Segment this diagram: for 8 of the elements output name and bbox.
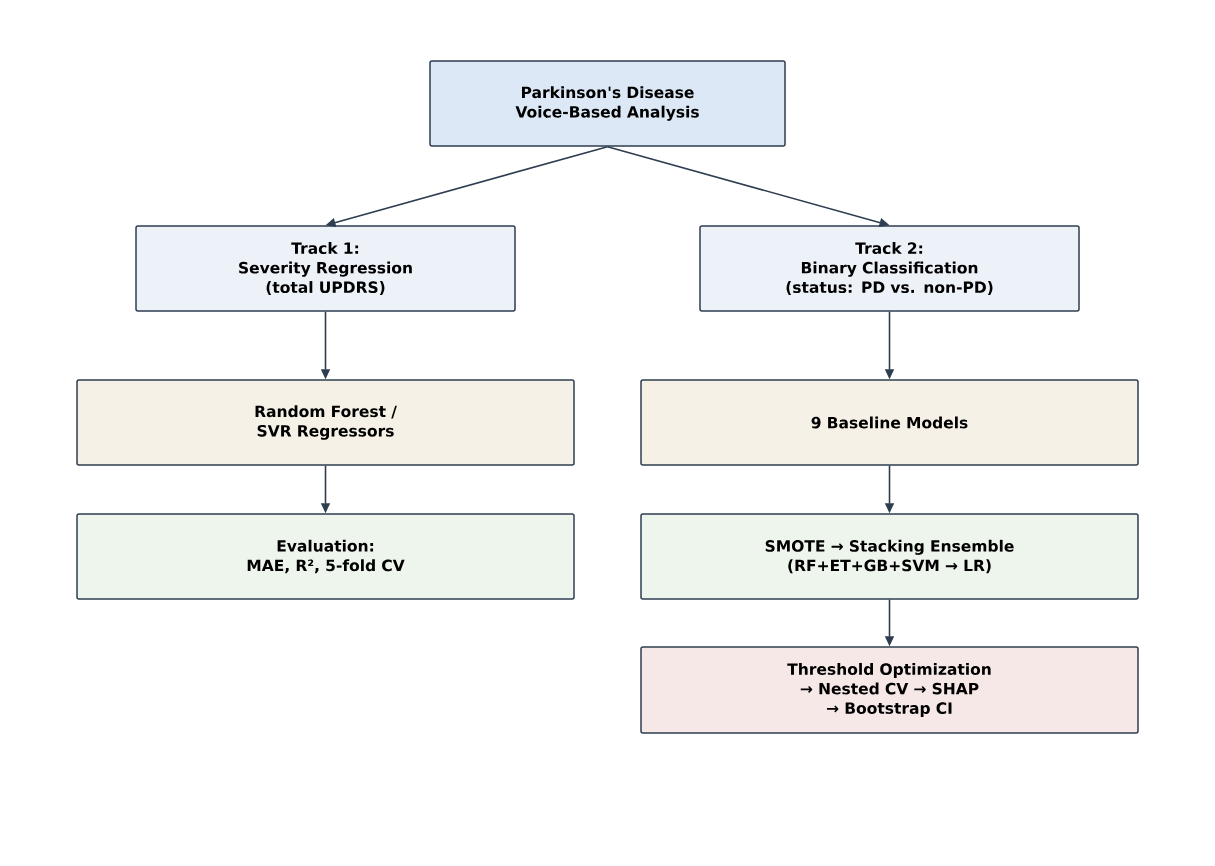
process-box: Track 2: Binary Classification (status: PD vs. non-PD) [699,225,1080,312]
process-box: Track 1: Severity Regression (total UPDRS) [135,225,516,312]
process-box: SMOTE → Stacking Ensemble (RF+ET+GB+SVM → LR) [640,513,1139,600]
process-box: 9 Baseline Models [640,379,1139,466]
process-box: Random Forest / SVR Regressors [76,379,575,466]
process-box: Parkinson's Disease Voice-Based Analysis [429,60,786,147]
process-box: Evaluation: MAE, R², 5-fold CV [76,513,575,600]
process-box: Threshold Optimization → Nested CV → SHAP → Bootstrap CI [640,646,1139,734]
